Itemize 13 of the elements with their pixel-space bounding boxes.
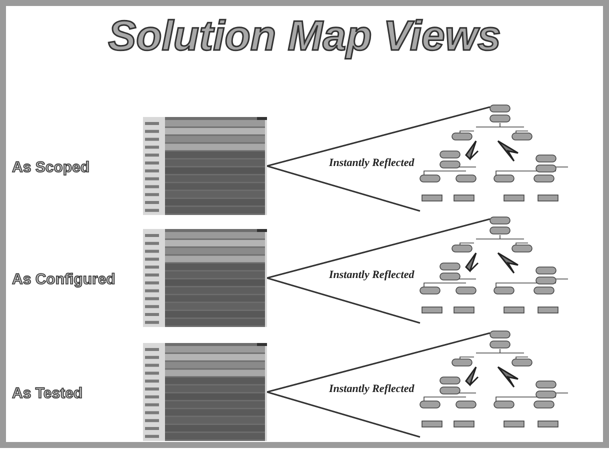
row-label: As Tested: [12, 385, 83, 402]
edge-label: Instantly Reflected: [327, 383, 416, 395]
table-drawing: [143, 117, 267, 215]
edge-label: Instantly Reflected: [327, 269, 416, 281]
table-drawing: [143, 229, 267, 327]
fan-lines: [266, 106, 491, 212]
row-label: As Configured: [12, 271, 116, 288]
slide-title: Solution Map Views: [107, 12, 502, 60]
fan-lines: [266, 332, 491, 438]
fan-lines: [266, 218, 491, 324]
row-label: As Scoped: [12, 159, 90, 176]
table-drawing: [143, 343, 267, 441]
edge-label: Instantly Reflected: [327, 157, 416, 169]
